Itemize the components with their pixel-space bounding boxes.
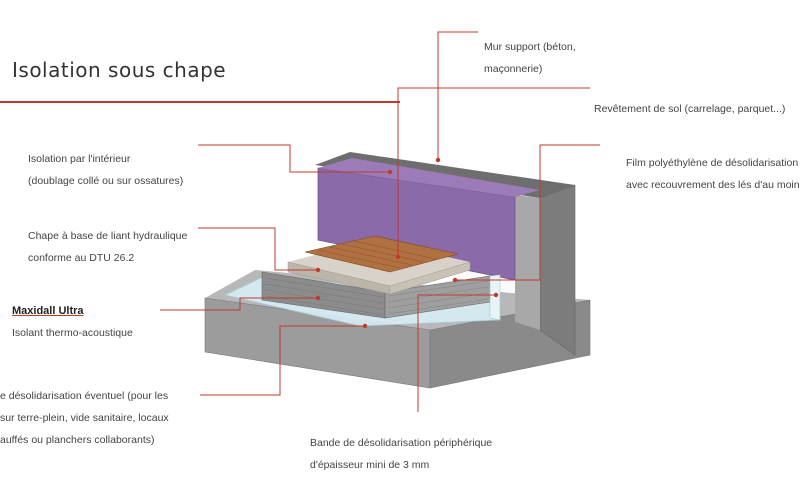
peripheral-strip [489, 274, 501, 321]
label-isolation-line2: (doublage collé ou sur ossatures) [28, 175, 184, 187]
label-isolation-interieur: Isolation par l'intérieur (doublage coll… [28, 148, 183, 192]
label-maxidall: Maxidall Ultra Isolant thermo-acoustique [12, 300, 133, 344]
label-film-line2: avec recouvrement des lés d'au moins [626, 179, 800, 191]
label-mur-support-line2: maçonnerie) [484, 63, 543, 75]
leader-lines [160, 31, 600, 412]
label-maxidall-desc: Isolant thermo-acoustique [12, 327, 133, 339]
leader-bande [417, 294, 496, 412]
label-chape-line2: conforme au DTU 26.2 [28, 252, 135, 264]
insulation-top [318, 158, 540, 197]
label-mur-support-line1: Mur support (béton, [484, 41, 576, 53]
label-desolidarisation-line2: sur terre-plein, vide sanitaire, locaux [0, 412, 169, 424]
leader-dots [315, 157, 499, 329]
leader-film [455, 144, 600, 281]
label-isolation-line1: Isolation par l'intérieur [28, 153, 131, 165]
leader-chape [198, 227, 318, 271]
label-mur-support: Mur support (béton, maçonnerie) [484, 36, 576, 80]
label-bande-line1: Bande de désolidarisation périphérique [310, 437, 493, 449]
title-underline [0, 101, 400, 103]
leader-isolation [198, 144, 390, 173]
label-chape-line1: Chape à base de liant hydraulique [28, 230, 188, 242]
wall-front [539, 184, 576, 356]
label-bande-line2: d'épaisseur mini de 3 mm [310, 459, 430, 471]
leader-revetement [397, 87, 590, 257]
label-desolidarisation: e désolidarisation éventuel (pour les su… [0, 385, 169, 451]
floor-covering [304, 235, 459, 273]
parquet-lines [317, 240, 437, 269]
label-revetement-line1: Revêtement de sol (carrelage, parquet...… [594, 103, 786, 115]
label-bande: Bande de désolidarisation périphérique d… [310, 432, 492, 476]
label-film: Film polyéthylène de désolidarisation av… [626, 152, 800, 196]
leader-mur-support [437, 31, 478, 160]
label-maxidall-name: Maxidall Ultra [12, 305, 84, 317]
leader-desolidarisation [200, 325, 365, 396]
label-desolidarisation-line3: auffés ou planchers collaborants) [0, 434, 155, 446]
label-desolidarisation-line1: e désolidarisation éventuel (pour les [0, 390, 169, 402]
leader-maxidall [160, 297, 318, 311]
label-chape: Chape à base de liant hydraulique confor… [28, 225, 187, 269]
screed-side [389, 261, 471, 295]
page-title: Isolation sous chape [12, 58, 227, 82]
wall-face [515, 195, 540, 330]
label-revetement: Revêtement de sol (carrelage, parquet...… [594, 98, 785, 120]
label-film-line1: Film polyéthylène de désolidarisation [626, 157, 799, 169]
